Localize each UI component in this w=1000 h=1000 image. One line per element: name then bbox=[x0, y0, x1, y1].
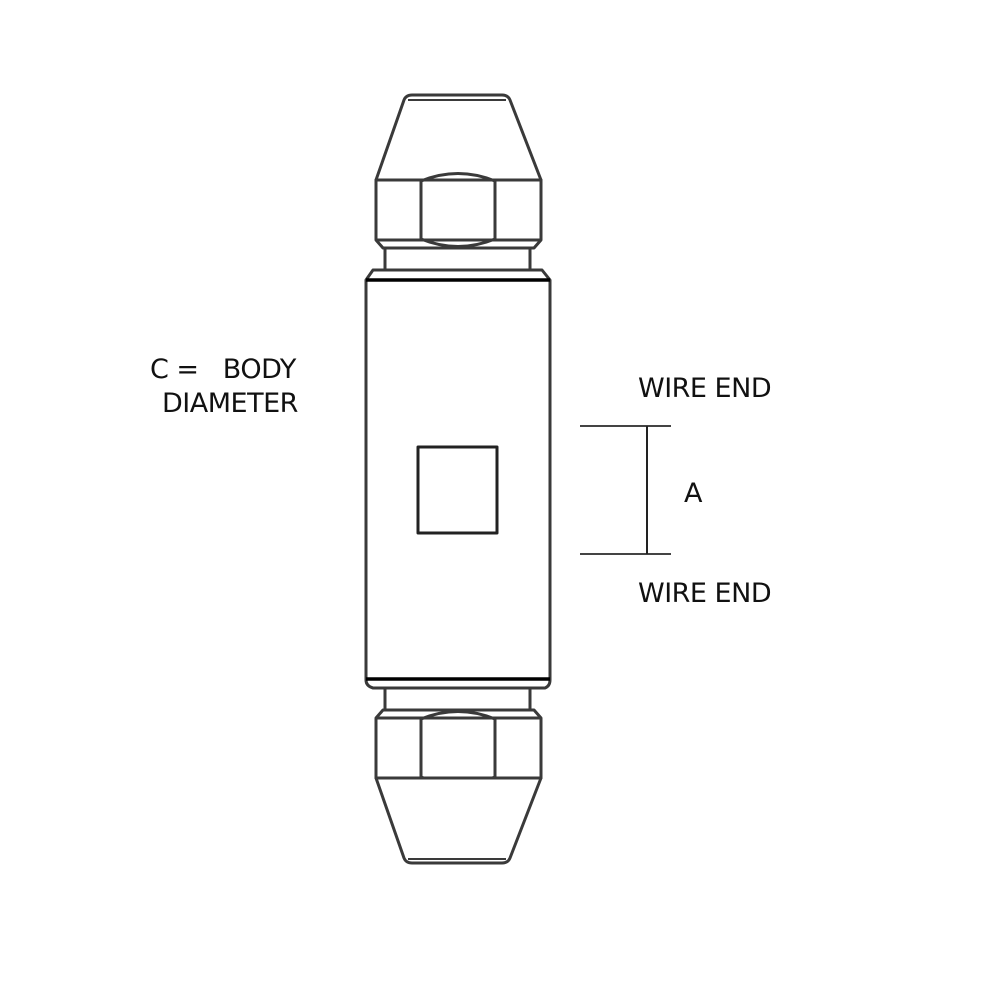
body-diameter-label-line1: C = BODY bbox=[150, 354, 296, 385]
dimension-a-bracket bbox=[580, 425, 671, 555]
wire-end-bottom-label: WIRE END bbox=[638, 578, 772, 609]
bottom-nose-cone bbox=[374, 776, 543, 865]
top-hex-nut bbox=[374, 172, 543, 250]
top-nose-cone bbox=[374, 93, 543, 182]
dimension-a-label: A bbox=[684, 478, 702, 509]
bottom-hex-nut bbox=[374, 708, 543, 786]
inspection-window bbox=[416, 445, 499, 535]
body-diameter-label-line2: DIAMETER bbox=[162, 388, 298, 419]
wire-end-top-label: WIRE END bbox=[638, 373, 772, 404]
bottom-neck bbox=[383, 686, 532, 712]
top-neck bbox=[383, 246, 532, 272]
